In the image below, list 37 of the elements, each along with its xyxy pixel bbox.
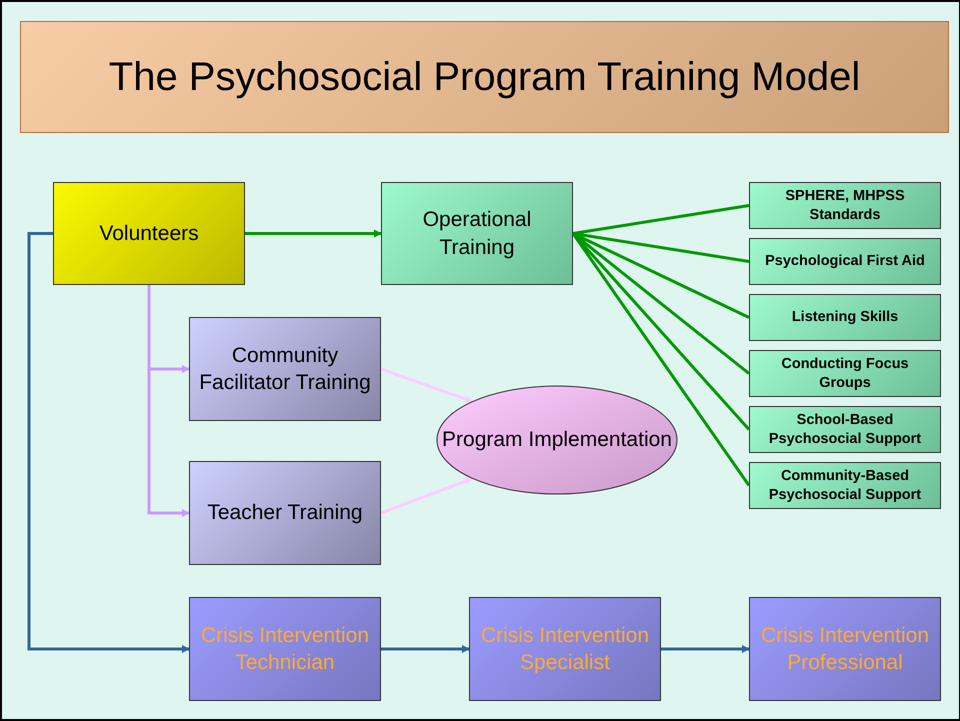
node-label: School-Based Psychosocial Support — [768, 410, 922, 448]
node-label: Operational Training — [422, 207, 532, 260]
arrow — [381, 645, 470, 653]
title: The Psychosocial Program Training Model — [108, 54, 860, 100]
process-box — [749, 182, 941, 229]
ellipse-node — [436, 385, 678, 495]
arrow — [28, 232, 190, 653]
process-box — [749, 597, 941, 701]
node-label: Crisis Intervention Specialist — [480, 622, 650, 676]
node-label: Conducting Focus Groups — [780, 354, 910, 392]
arrow — [245, 230, 382, 238]
node-label: Community-Based Psychosocial Support — [768, 466, 922, 504]
process-box — [189, 461, 381, 565]
arrow — [380, 477, 474, 514]
process-box — [381, 182, 573, 285]
node-label: Psychological First Aid — [765, 252, 925, 271]
process-box — [469, 597, 661, 701]
node-label: Crisis Intervention Professional — [760, 622, 930, 676]
node-label: Community Facilitator Training — [198, 342, 372, 396]
node-label: Teacher Training — [207, 500, 363, 526]
node-label: Volunteers — [99, 220, 199, 247]
node-label: Crisis Intervention Technician — [200, 622, 370, 676]
arrow — [148, 285, 190, 517]
node-label: Listening Skills — [792, 308, 898, 327]
process-box — [749, 462, 941, 509]
connector-line — [572, 204, 750, 235]
arrow — [380, 368, 474, 403]
process-box — [749, 350, 941, 397]
process-box — [189, 317, 381, 421]
arrow — [661, 645, 750, 653]
node-label: Program Implementation — [442, 427, 672, 454]
process-box — [749, 406, 941, 453]
process-box — [189, 597, 381, 701]
process-box — [749, 238, 941, 285]
node-label: SPHERE, MHPSS Standards — [784, 186, 906, 224]
process-box — [749, 294, 941, 341]
process-box — [53, 182, 245, 285]
